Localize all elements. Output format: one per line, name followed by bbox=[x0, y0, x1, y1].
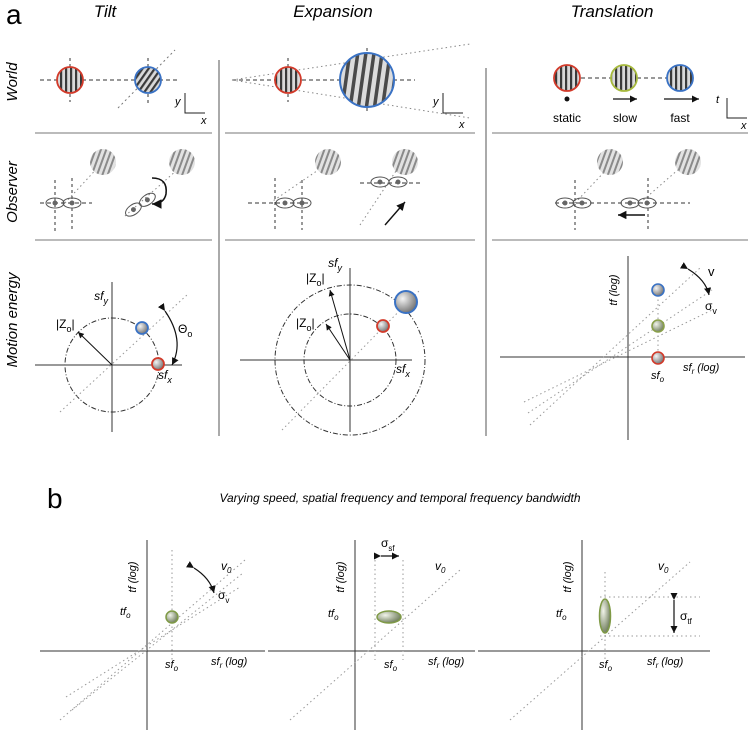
column-title-expansion: Expansion bbox=[293, 2, 372, 21]
b3-sigma: σtf bbox=[680, 609, 693, 626]
tilt-angle-arc bbox=[157, 303, 179, 366]
tilt-red-grating bbox=[56, 66, 84, 94]
translation-energy-red bbox=[651, 351, 665, 365]
b1-v0: v0 bbox=[221, 559, 232, 575]
tilt-world-axis-x: x bbox=[200, 115, 207, 127]
b2-y-axis: tf (log) bbox=[335, 561, 347, 593]
forward-arrow bbox=[384, 201, 406, 226]
b2-sf0: sfo bbox=[384, 659, 398, 673]
translation-world-axis-t: t bbox=[716, 94, 720, 106]
tilt-energy-x-axis: sfx bbox=[158, 368, 172, 385]
static-dot bbox=[564, 96, 570, 102]
b2-v0: v0 bbox=[435, 559, 446, 575]
expansion-observer-grating-1 bbox=[315, 149, 341, 175]
b3-v0: v0 bbox=[658, 559, 669, 575]
expansion-radius-outer bbox=[328, 289, 351, 361]
expansion-observer-diagram bbox=[248, 149, 420, 230]
translation-energy-sigma-label: σv bbox=[705, 299, 717, 316]
b3-sf0: sfo bbox=[599, 659, 613, 673]
expansion-energy-radius-inner-label: |Zo| bbox=[296, 316, 315, 333]
rotation-arrow bbox=[151, 177, 168, 209]
tilt-energy-y-axis: sfy bbox=[94, 289, 108, 306]
expansion-energy-radius-outer-label: |Zo| bbox=[306, 271, 325, 288]
tilt-observer-diagram bbox=[40, 149, 195, 232]
expansion-world-axis-x: x bbox=[458, 119, 465, 131]
expansion-energy-blue bbox=[394, 290, 418, 314]
tilt-energy-plot bbox=[35, 282, 189, 432]
row-label-motion-energy: Motion energy bbox=[4, 271, 21, 368]
tilt-energy-radius-label: |Zo| bbox=[56, 317, 75, 334]
tilt-blue-grating bbox=[134, 66, 162, 94]
translation-energy-x-axis: sfr (log) bbox=[683, 362, 720, 376]
panel-b-title: Varying speed, spatial frequency and tem… bbox=[219, 491, 580, 505]
translation-observer-diagram bbox=[555, 149, 701, 230]
column-title-translation: Translation bbox=[571, 2, 654, 21]
expansion-energy-x-axis: sfx bbox=[396, 362, 410, 379]
panel-b-letter: b bbox=[47, 483, 63, 514]
b3-x-axis: sfr (log) bbox=[647, 656, 684, 670]
translation-label-slow: slow bbox=[613, 111, 637, 125]
b2-x-axis: sfr (log) bbox=[428, 656, 465, 670]
row-label-world: World bbox=[4, 62, 21, 102]
b-plot-3 bbox=[478, 540, 710, 730]
panel-a-letter: a bbox=[6, 0, 22, 30]
tilt-observer-grating-1 bbox=[90, 149, 116, 175]
translation-energy-blue bbox=[651, 283, 665, 297]
translation-world-axis-x: x bbox=[740, 120, 747, 132]
column-title-tilt: Tilt bbox=[94, 2, 118, 21]
translation-green-grating bbox=[610, 64, 638, 92]
b3-tf0: tfo bbox=[556, 608, 567, 622]
tilt-world-diagram bbox=[40, 49, 205, 114]
translation-label-static: static bbox=[553, 111, 581, 125]
b3-y-axis: tf (log) bbox=[562, 561, 574, 593]
expansion-blue-grating bbox=[339, 52, 395, 108]
expansion-world-axis-y: y bbox=[432, 96, 440, 108]
translation-world-diagram bbox=[553, 64, 747, 119]
translation-observer-grating-2 bbox=[675, 149, 701, 175]
b1-y-axis: tf (log) bbox=[127, 561, 139, 593]
b-plot-2 bbox=[268, 540, 475, 730]
tilt-energy-red bbox=[151, 357, 165, 371]
tilt-observer-grating-2 bbox=[169, 149, 195, 175]
translation-observer-grating-1 bbox=[597, 149, 623, 175]
translation-red-grating bbox=[553, 64, 581, 92]
b1-x-axis: sfr (log) bbox=[211, 656, 248, 670]
tilt-world-axis-y: y bbox=[174, 96, 182, 108]
translation-energy-y-axis: tf (log) bbox=[608, 274, 620, 306]
translation-blue-grating bbox=[666, 64, 694, 92]
row-label-observer: Observer bbox=[4, 160, 21, 223]
expansion-observer-grating-2 bbox=[392, 149, 418, 175]
translation-energy-v-label: v bbox=[708, 264, 715, 279]
translation-sigma-arc bbox=[679, 262, 712, 296]
translation-energy-plot bbox=[500, 256, 745, 440]
expansion-world-diagram bbox=[231, 43, 471, 119]
translation-energy-sf0-label: sfo bbox=[651, 370, 665, 384]
b2-blob bbox=[376, 610, 402, 624]
b1-sf0: sfo bbox=[165, 659, 179, 673]
b1-tf0: tfo bbox=[120, 606, 131, 620]
b2-tf0: tfo bbox=[328, 608, 339, 622]
tilt-radius-vector bbox=[77, 331, 113, 366]
expansion-energy-plot bbox=[240, 268, 426, 436]
expansion-radius-inner bbox=[325, 323, 351, 361]
expansion-energy-y-axis: sfy bbox=[328, 256, 342, 273]
expansion-red-grating bbox=[274, 66, 302, 94]
b1-blob bbox=[165, 610, 179, 624]
b2-sigma: σsf bbox=[381, 536, 395, 553]
b-plot-1 bbox=[40, 540, 265, 730]
tilt-energy-angle-label: Θo bbox=[178, 322, 192, 339]
b3-blob bbox=[598, 598, 612, 634]
translation-label-fast: fast bbox=[670, 111, 690, 125]
b1-sigma: σv bbox=[218, 588, 229, 605]
expansion-energy-red bbox=[376, 319, 390, 333]
tilt-energy-blue bbox=[135, 321, 149, 335]
translation-energy-green bbox=[651, 319, 665, 333]
